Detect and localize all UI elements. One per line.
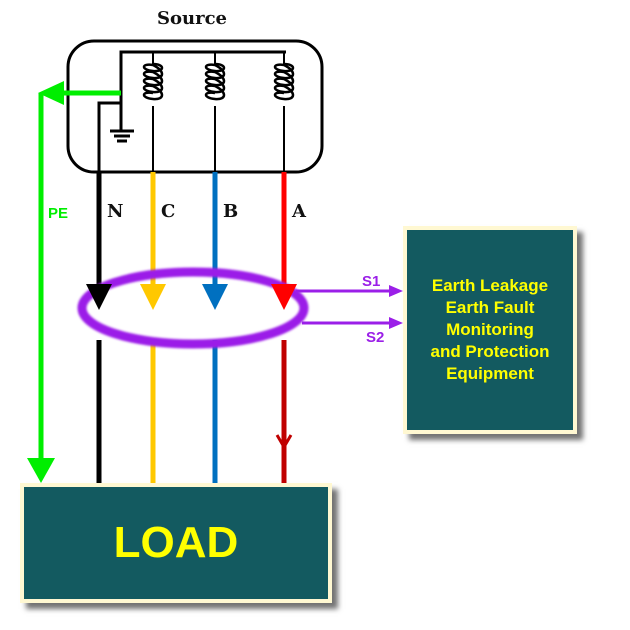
s1-arrowhead bbox=[389, 285, 403, 297]
s2-arrowhead bbox=[389, 317, 403, 329]
load-box: LOAD bbox=[20, 483, 332, 603]
signal-lines: S1 S2 bbox=[296, 273, 403, 346]
conductor-a-load-arrow bbox=[275, 434, 293, 450]
s2-label: S2 bbox=[366, 329, 384, 346]
conductor-b-arrowhead bbox=[202, 284, 228, 310]
equipment-line: and Protection bbox=[430, 342, 550, 361]
protection-equipment-box: Earth Leakage Earth Fault Monitoring and… bbox=[403, 226, 577, 434]
conductor-a-arrowhead bbox=[271, 284, 297, 310]
coil-icon bbox=[273, 52, 295, 172]
coil-icon bbox=[142, 52, 164, 172]
conductor-n-label: N bbox=[107, 201, 123, 222]
conductor-b: B bbox=[212, 172, 238, 483]
pe-arrowhead-down bbox=[27, 458, 55, 483]
source-title: Source bbox=[157, 8, 227, 29]
equipment-line: Earth Leakage bbox=[431, 276, 549, 295]
equipment-line: Equipment bbox=[446, 364, 534, 383]
load-label: LOAD bbox=[113, 518, 239, 567]
source-box bbox=[66, 39, 324, 174]
conductor-c-arrowhead bbox=[140, 284, 166, 310]
ground-icon bbox=[110, 129, 134, 143]
pe-arrowhead-left bbox=[38, 81, 64, 105]
equipment-line: Earth Fault bbox=[445, 298, 535, 317]
pe-label: PE bbox=[48, 205, 68, 222]
equipment-line: Monitoring bbox=[446, 320, 534, 339]
pe-conductor: PE bbox=[27, 81, 121, 483]
conductor-b-label: B bbox=[223, 201, 238, 222]
conductor-a-label: A bbox=[291, 201, 307, 222]
ct-ring bbox=[77, 267, 309, 349]
conductor-c: C bbox=[150, 172, 175, 483]
conductor-n: N bbox=[96, 172, 123, 483]
conductor-n-arrowhead bbox=[86, 284, 112, 310]
coil-icon bbox=[204, 52, 226, 172]
s1-label: S1 bbox=[362, 273, 380, 290]
conductor-a: A bbox=[281, 172, 307, 483]
conductor-c-label: C bbox=[161, 201, 175, 222]
